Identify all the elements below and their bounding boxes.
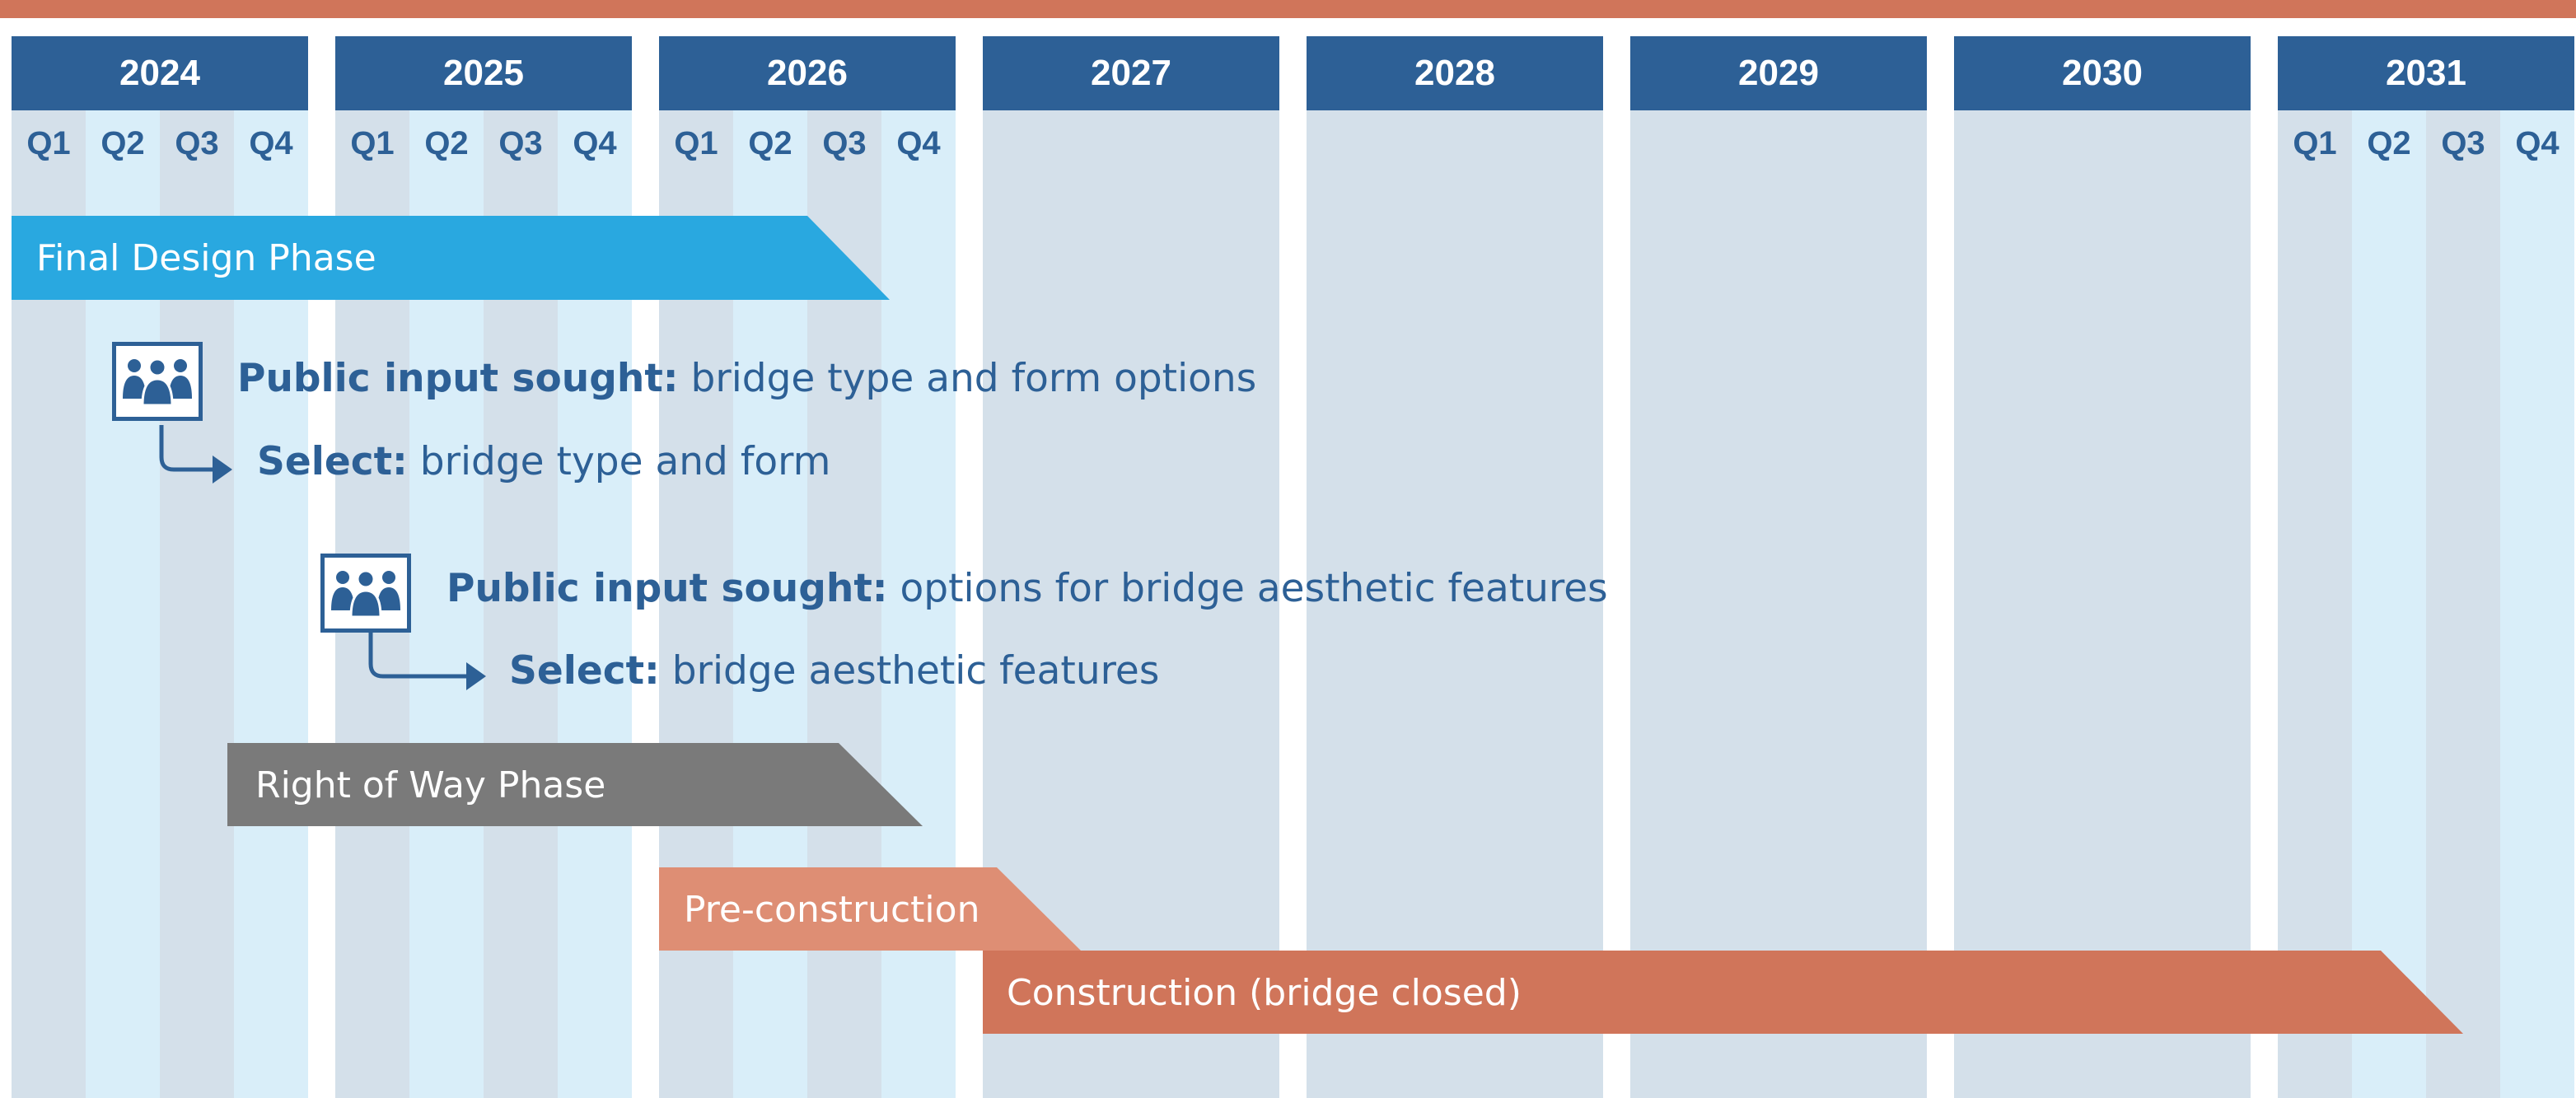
right-of-way-bar-shape <box>227 743 923 826</box>
year-header: 2030 <box>1954 36 2251 110</box>
final-design-phase-label: Final Design Phase <box>36 236 376 279</box>
year-header: 2024 <box>12 36 308 110</box>
right-of-way-phase-label: Right of Way Phase <box>255 764 606 806</box>
people-group-icon <box>320 554 411 633</box>
milestone-public-input-1: Public input sought: bridge type and for… <box>237 356 1256 401</box>
quarter-label: Q1 <box>350 124 395 161</box>
quarter-label: Q1 <box>2293 124 2337 161</box>
quarter-label: Q4 <box>896 124 941 161</box>
milestone-public-input-2: Public input sought: options for bridge … <box>446 566 1608 611</box>
quarter-label: Q2 <box>424 124 469 161</box>
connector-arrow-2 <box>368 633 468 679</box>
milestone-lead: Public input sought: <box>237 356 679 401</box>
final-design-bar-shape <box>12 216 890 300</box>
final-design-phase-bar: Final Design Phase <box>36 216 778 300</box>
connector-arrow-1 <box>159 425 213 472</box>
milestone-text: bridge aesthetic features <box>659 648 1160 694</box>
top-rule <box>0 0 2576 18</box>
year-column-2029 <box>1630 36 1927 1098</box>
quarter-label: Q2 <box>2367 124 2411 161</box>
quarter-label: Q4 <box>249 124 293 161</box>
quarter-stripe <box>2352 36 2426 1098</box>
quarter-label: Q3 <box>498 124 543 161</box>
quarter-label: Q3 <box>175 124 219 161</box>
year-header: 2029 <box>1630 36 1927 110</box>
arrow-head-2 <box>466 662 486 690</box>
milestone-text: bridge type and form options <box>678 356 1257 401</box>
construction-bar: Construction (bridge closed) <box>1007 951 2242 1035</box>
construction-label: Construction (bridge closed) <box>1007 971 1522 1014</box>
quarter-stripe <box>234 36 308 1098</box>
year-header: 2031 <box>2278 36 2574 110</box>
quarter-label: Q1 <box>26 124 71 161</box>
milestone-lead: Select: <box>257 439 408 484</box>
right-of-way-phase-bar: Right of Way Phase <box>255 743 832 827</box>
year-column-2028 <box>1307 36 1603 1098</box>
milestone-select-2: Select: bridge aesthetic features <box>509 648 1159 694</box>
quarter-label: Q2 <box>101 124 145 161</box>
milestone-text: options for bridge aesthetic features <box>887 566 1608 611</box>
year-column-2030 <box>1954 36 2251 1098</box>
milestone-select-1: Select: bridge type and form <box>257 439 830 484</box>
year-header: 2026 <box>659 36 956 110</box>
pre-construction-bar: Pre-construction <box>684 867 1013 951</box>
year-header: 2027 <box>983 36 1279 110</box>
quarter-label: Q4 <box>2515 124 2560 161</box>
quarter-label: Q2 <box>748 124 792 161</box>
people-group-icon <box>112 342 203 421</box>
year-header: 2028 <box>1307 36 1603 110</box>
quarter-stripe <box>409 36 484 1098</box>
milestone-text: bridge type and form <box>407 439 831 484</box>
year-header: 2025 <box>335 36 632 110</box>
quarter-label: Q4 <box>573 124 617 161</box>
quarter-stripe <box>558 36 632 1098</box>
quarter-stripe <box>86 36 160 1098</box>
quarter-stripe <box>2500 36 2574 1098</box>
milestone-lead: Public input sought: <box>446 566 888 611</box>
pre-construction-bar-shape <box>659 867 1081 951</box>
quarter-label: Q3 <box>822 124 867 161</box>
quarter-label: Q1 <box>674 124 718 161</box>
construction-bar-shape <box>983 951 2463 1034</box>
pre-construction-label: Pre-construction <box>684 888 980 931</box>
milestone-lead: Select: <box>509 648 660 694</box>
quarter-label: Q3 <box>2441 124 2485 161</box>
arrow-head-1 <box>213 456 232 484</box>
